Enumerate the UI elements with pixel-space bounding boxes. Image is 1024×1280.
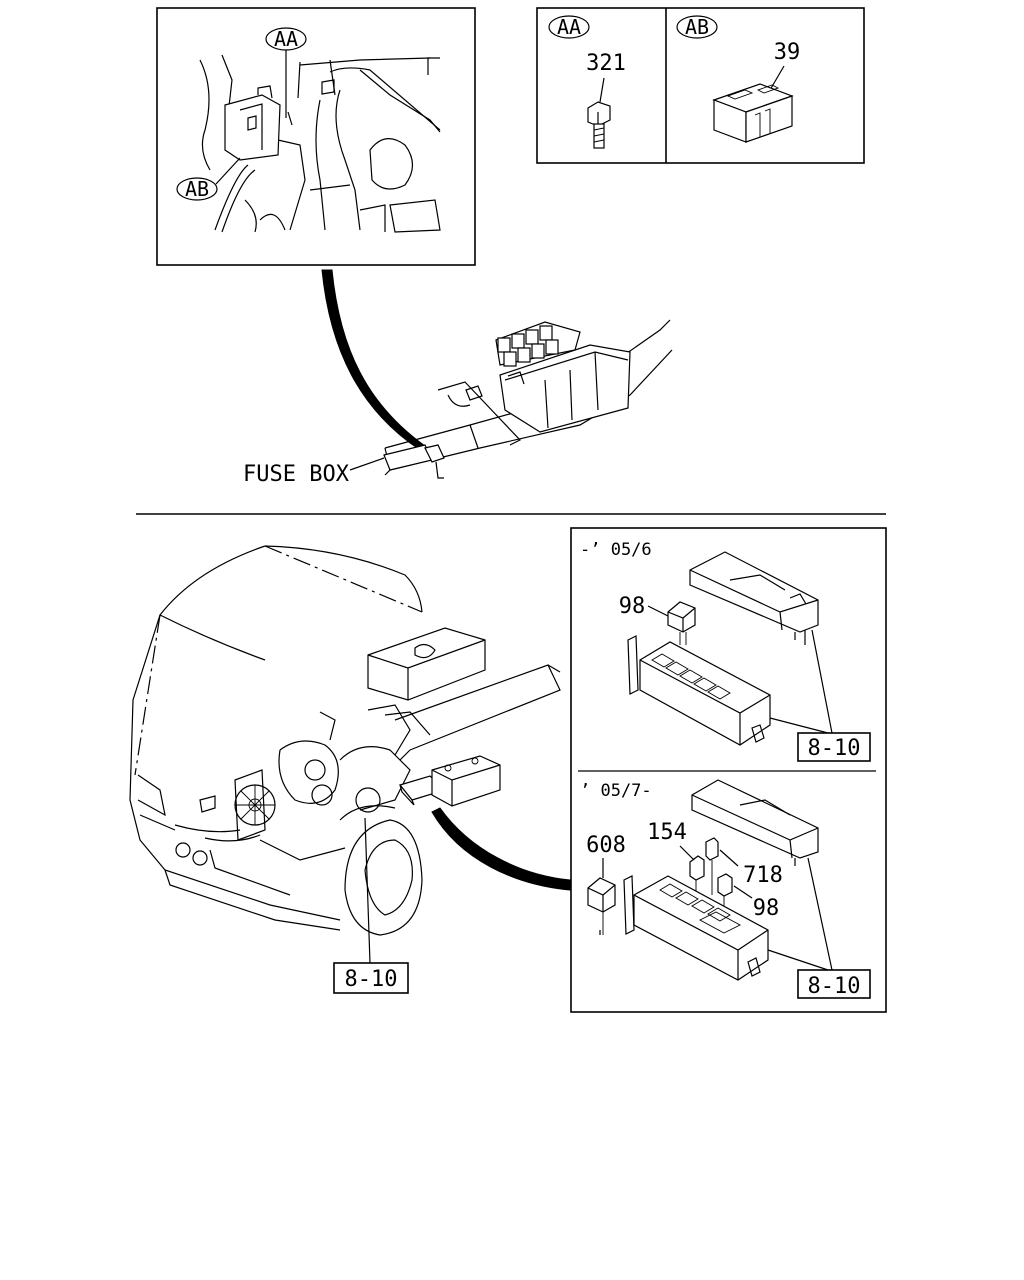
relay-block-icon	[712, 83, 794, 143]
late-part-718-label: 718	[743, 863, 783, 888]
relay-cluster	[497, 325, 559, 367]
late-part-98-label: 98	[753, 896, 780, 921]
late-part-154-label: 154	[647, 820, 687, 845]
fuse-box-variants-panel: -’ 05/6 98	[570, 527, 887, 1013]
early-ref-label: 8-10	[808, 736, 861, 761]
bolt-icon	[587, 101, 611, 149]
variant-early-period: -’ 05/6	[580, 540, 652, 560]
callout-ab-top: AB	[185, 177, 209, 201]
detail-panels: AA 321 AB 39	[536, 7, 865, 164]
detail-ab-tag: AB	[685, 15, 709, 39]
variant-late: ’ 05/7- 608 154 718	[580, 779, 871, 999]
early-fuse-slots	[651, 653, 731, 700]
main-ref-label: 8-10	[345, 967, 398, 992]
inset-engine-bay: AA AB	[156, 7, 476, 266]
part-39-label: 39	[774, 40, 801, 65]
late-fuse-slots	[659, 883, 741, 934]
late-ref-label: 8-10	[808, 974, 861, 999]
detail-aa: AA 321	[548, 15, 626, 149]
radiator-fan	[234, 784, 276, 826]
detail-ab: AB 39	[676, 15, 801, 143]
late-part-608-label: 608	[586, 833, 626, 858]
fuse-box-label: FUSE BOX	[243, 462, 350, 487]
early-part-98-label: 98	[619, 594, 646, 619]
variant-late-period: ’ 05/7-	[580, 781, 652, 801]
part-321-label: 321	[586, 51, 626, 76]
truck-overview: 8-10	[129, 545, 571, 994]
variant-early: -’ 05/6 98	[580, 540, 871, 762]
detail-aa-tag: AA	[557, 15, 581, 39]
callout-aa-top: AA	[274, 27, 298, 51]
fuse-box-frame-view: FUSE BOX	[243, 269, 673, 487]
